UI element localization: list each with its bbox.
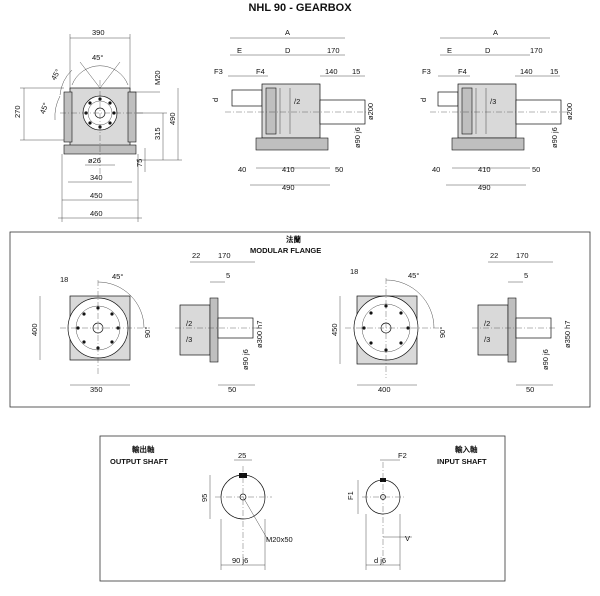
- dim-170-flange-right: 170: [516, 251, 529, 260]
- dim-5-right: 5: [524, 271, 528, 280]
- flange-right-front-view: 18 45° 450 90° 400: [330, 267, 447, 394]
- dim-45-left-upper: 45°: [49, 68, 62, 82]
- dim-270: 270: [13, 105, 22, 118]
- dim-d-right: D: [485, 46, 491, 55]
- dim-170-right: 170: [530, 46, 543, 55]
- flange-right-side-view: 22 170 5 /2 /3 ø350 h7 ø90 j6 50: [472, 251, 572, 394]
- dim-315: 315: [153, 127, 162, 140]
- dim-22-right: 22: [490, 251, 498, 260]
- dim-f3-mid: F3: [214, 67, 223, 76]
- dim-350-left: 350: [90, 385, 103, 394]
- dim-d90-right: ø90 j6: [550, 127, 559, 148]
- dim-170-flange-left: 170: [218, 251, 231, 260]
- dim-40-right: 40: [432, 165, 440, 174]
- dim-f3-right: F3: [422, 67, 431, 76]
- dim-f4-mid: F4: [256, 67, 265, 76]
- label-stage-3-flange-left: /3: [186, 335, 192, 344]
- dim-d-small-right: d: [419, 98, 428, 102]
- top-right-side-view: A E D 170 F3 F4 140 15 d /3 ø200 ø90 j6 …: [419, 28, 574, 192]
- dim-d300-left: ø300 h7: [255, 320, 264, 348]
- dim-d-mid: D: [285, 46, 291, 55]
- dim-400-right: 400: [378, 385, 391, 394]
- dim-e-mid: E: [237, 46, 242, 55]
- dim-v: V: [405, 534, 410, 543]
- dim-90j6: 90 j6: [232, 556, 248, 565]
- input-shaft-title-en: INPUT SHAFT: [437, 457, 487, 466]
- dim-45-flange-left: 45°: [112, 272, 123, 281]
- label-stage-3: /3: [490, 97, 496, 106]
- dim-450-right: 450: [330, 323, 339, 336]
- dim-d200-right: ø200: [565, 103, 574, 120]
- dim-45-left-lower: 45°: [38, 101, 50, 115]
- page-title: NHL 90 - GEARBOX: [248, 2, 352, 14]
- dim-d-small-mid: d: [211, 98, 220, 102]
- flange-title-cn: 法蘭: [286, 234, 301, 244]
- output-shaft-title-en: OUTPUT SHAFT: [110, 457, 168, 466]
- label-stage-2: /2: [294, 97, 300, 106]
- dim-50-mid: 50: [335, 165, 343, 174]
- dim-e-right: E: [447, 46, 452, 55]
- top-left-front-view: 390 45° 45° 45° M20 270: [13, 28, 182, 222]
- dim-m20: M20: [153, 70, 162, 85]
- dim-15-right: 15: [550, 67, 558, 76]
- shaft-section-frame: [99, 435, 506, 582]
- dim-d90-flange-right: ø90 j6: [541, 349, 550, 370]
- dim-15-mid: 15: [352, 67, 360, 76]
- dim-d90-mid: ø90 j6: [353, 127, 362, 148]
- dim-d26: ø26: [88, 156, 101, 165]
- label-stage-3-flange-right: /3: [484, 335, 490, 344]
- dim-d200-mid: ø200: [366, 103, 375, 120]
- dim-f2: F2: [398, 451, 407, 460]
- input-shaft-detail: 輸入軸 INPUT SHAFT F2 F1 V d j6: [346, 444, 487, 570]
- dim-50-flange-right: 50: [526, 385, 534, 394]
- dim-95: 95: [200, 494, 209, 502]
- dim-50-flange-left: 50: [228, 385, 236, 394]
- dim-40-mid: 40: [238, 165, 246, 174]
- dim-50-right: 50: [532, 165, 540, 174]
- dim-18-left: 18: [60, 275, 68, 284]
- dim-340: 340: [90, 173, 103, 182]
- dim-22-left: 22: [192, 251, 200, 260]
- dim-140-mid: 140: [325, 67, 338, 76]
- flange-section-frame: [9, 231, 591, 408]
- dim-25: 25: [238, 451, 246, 460]
- input-shaft-title-cn: 輸入軸: [455, 444, 478, 454]
- dim-490-mid: 490: [282, 183, 295, 192]
- dim-90deg-right: 90°: [438, 327, 447, 338]
- dim-410-right: 410: [478, 165, 491, 174]
- dim-a-mid: A: [285, 28, 290, 37]
- flange-left-front-view: 18 45° 400 90° 350: [30, 272, 152, 394]
- dim-390: 390: [92, 28, 105, 37]
- dim-dj6: d j6: [374, 556, 386, 565]
- dim-170-mid: 170: [327, 46, 340, 55]
- dim-f4-right: F4: [458, 67, 467, 76]
- dim-d90-flange-left: ø90 j6: [241, 349, 250, 370]
- flange-title-en: MODULAR FLANGE: [250, 246, 321, 255]
- dim-5-left: 5: [226, 271, 230, 280]
- output-shaft-detail: 輸出軸 OUTPUT SHAFT 25 95 M20x50 90 j6: [110, 444, 293, 570]
- dim-410-mid: 410: [282, 165, 295, 174]
- dim-490-vert: 490: [168, 112, 177, 125]
- dim-460: 460: [90, 209, 103, 218]
- dim-18-right: 18: [350, 267, 358, 276]
- dim-45-top: 45°: [92, 53, 103, 62]
- dim-90deg-left: 90°: [143, 327, 152, 338]
- label-stage-2-flange-left: /2: [186, 319, 192, 328]
- label-stage-2-flange-right: /2: [484, 319, 490, 328]
- dim-400-left: 400: [30, 323, 39, 336]
- dim-140-right: 140: [520, 67, 533, 76]
- top-middle-side-view: A E D 170 F3 F4 140 15 d /2 ø200 ø90 j6 …: [211, 28, 375, 192]
- dim-a-right: A: [493, 28, 498, 37]
- dim-m20x50: M20x50: [266, 535, 293, 544]
- output-shaft-title-cn: 輸出軸: [132, 444, 155, 454]
- dim-f1: F1: [346, 491, 355, 500]
- dim-75: 75: [135, 159, 144, 167]
- dim-450: 450: [90, 191, 103, 200]
- dim-490-right: 490: [478, 183, 491, 192]
- flange-left-side-view: 22 170 5 /2 /3 ø300 h7 ø90 j6 50: [175, 251, 264, 394]
- dim-d350-right: ø350 h7: [563, 320, 572, 348]
- dim-45-flange-right: 45°: [408, 271, 419, 280]
